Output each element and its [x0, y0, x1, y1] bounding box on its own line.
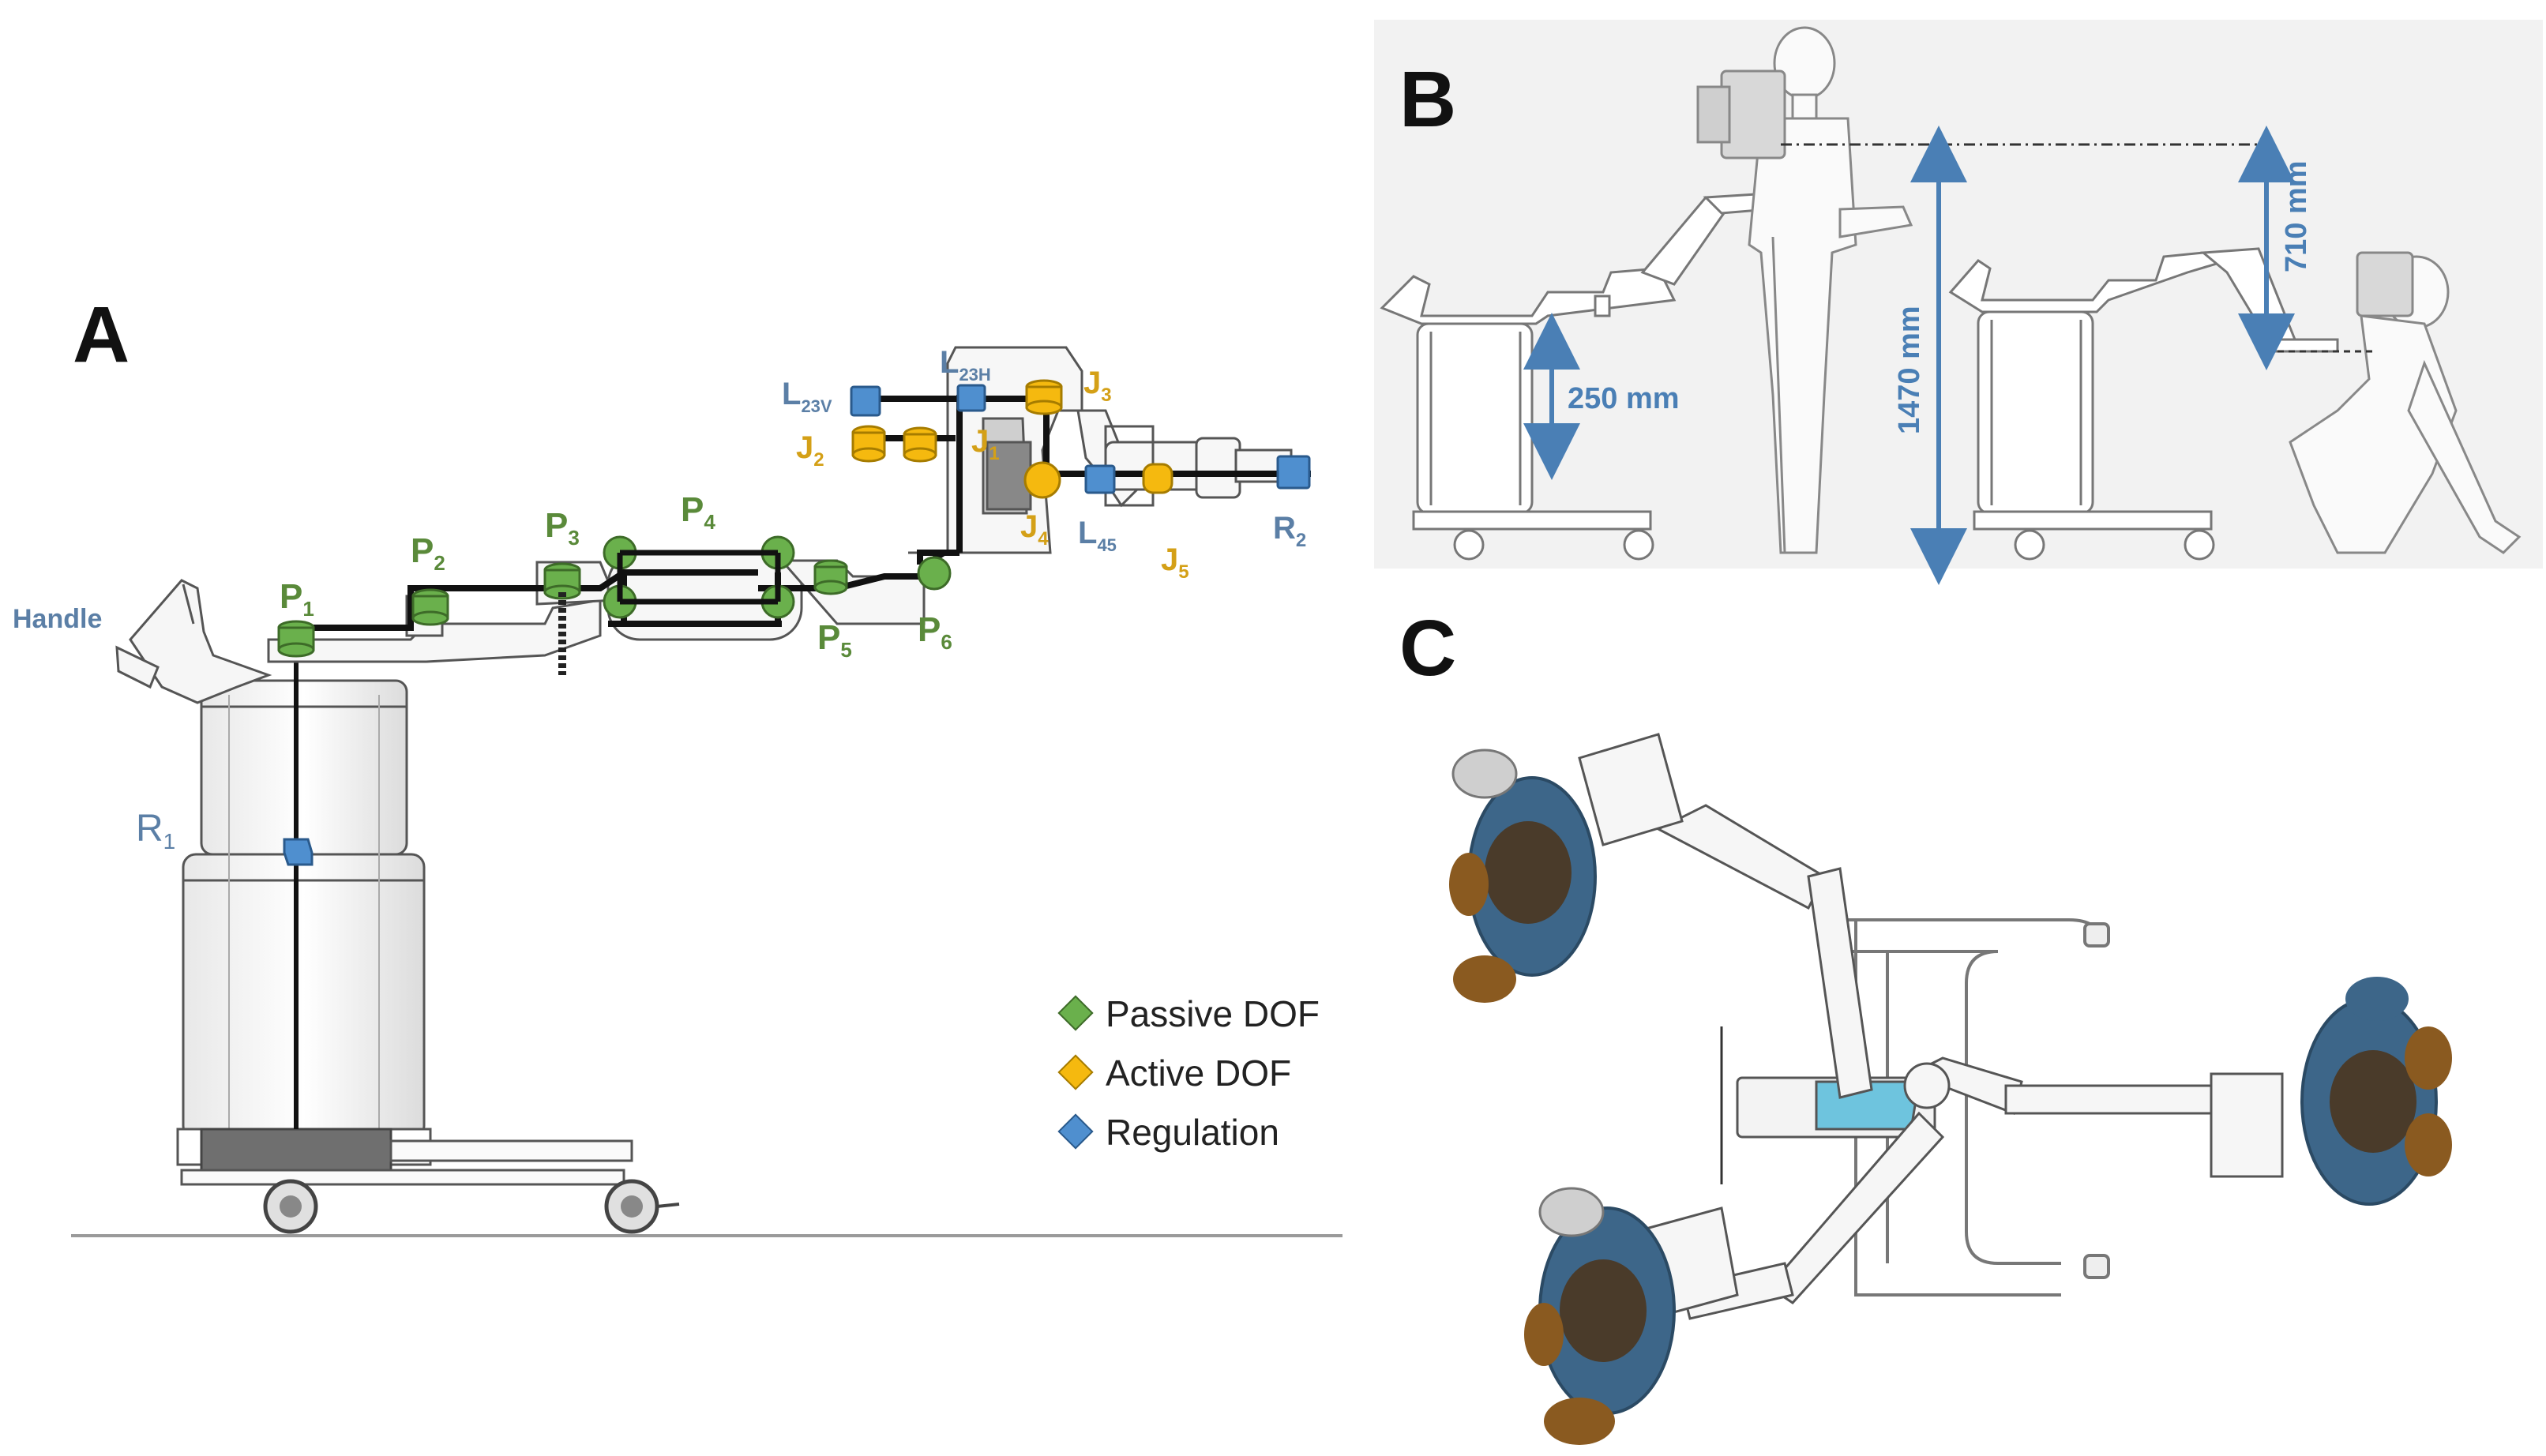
- label-l45: L45: [1078, 516, 1117, 555]
- svg-text:Active DOF: Active DOF: [1106, 1053, 1291, 1094]
- cart-wheel-front: [263, 1179, 318, 1234]
- regulation-joints: [283, 384, 1311, 866]
- label-p4: P4: [681, 490, 715, 534]
- label-r1: R1: [136, 808, 175, 854]
- panel-c: C: [1399, 604, 2452, 1445]
- p4-parallelogram: [617, 550, 781, 605]
- joint-p2: [411, 588, 449, 626]
- joint-l45: [1084, 464, 1116, 494]
- cart-wheel-rear: [604, 1179, 680, 1234]
- panel-c-letter: C: [1399, 604, 1456, 692]
- joint-j1: [903, 426, 937, 463]
- joint-p6: [917, 556, 952, 591]
- label-j5: J5: [1161, 542, 1189, 583]
- label-j3: J3: [1083, 366, 1112, 406]
- joint-labels: Handle P1 P2 P3 P4 P5 P6 R1 R2 L23V L23H…: [13, 345, 1306, 854]
- kneeling-figure: [2289, 251, 2522, 554]
- joint-r2: [1276, 455, 1311, 490]
- joint-r1: [283, 838, 314, 866]
- joint-j2: [851, 425, 886, 463]
- joint-j5: [1142, 463, 1173, 494]
- label-p3: P3: [545, 506, 580, 550]
- surgeon-top-1: [1449, 749, 1597, 1003]
- panel-a: A: [13, 291, 1342, 1240]
- robot-arms-top: [1578, 733, 2284, 1320]
- label-l23v: L23V: [782, 377, 832, 416]
- joint-j3: [1025, 379, 1063, 415]
- joint-j4: [1023, 461, 1061, 499]
- label-p2: P2: [411, 531, 445, 575]
- cart-column: [176, 679, 432, 1166]
- dim-710-label: 710 mm: [2280, 160, 2313, 272]
- label-j1: J1: [971, 424, 1000, 464]
- panel-a-letter: A: [73, 291, 130, 379]
- legend-item-passive: Passive DOF: [1057, 993, 1320, 1034]
- panel-b: B 250 mm: [1374, 20, 2543, 585]
- joint-l23h: [956, 384, 986, 412]
- joint-p1: [277, 620, 315, 658]
- panel-b-letter: B: [1399, 55, 1456, 144]
- dim-1470-label: 1470 mm: [1893, 306, 1926, 434]
- label-j4: J4: [1020, 509, 1049, 550]
- svg-text:Passive DOF: Passive DOF: [1106, 993, 1320, 1034]
- surgeon-top-3: [2300, 977, 2452, 1206]
- handle: [115, 579, 272, 704]
- dim-250-label: 250 mm: [1568, 382, 1680, 415]
- label-l23h: L23H: [940, 345, 991, 385]
- label-p6: P6: [918, 610, 952, 654]
- label-r2: R2: [1273, 511, 1306, 551]
- label-p5: P5: [817, 618, 852, 662]
- standing-figure: [1696, 26, 1913, 554]
- joint-l23v: [850, 385, 881, 417]
- legend-item-regulation: Regulation: [1057, 1112, 1279, 1153]
- active-joints: [851, 379, 1173, 499]
- label-j2: J2: [796, 430, 824, 471]
- legend-item-active: Active DOF: [1057, 1053, 1291, 1094]
- svg-text:Regulation: Regulation: [1106, 1112, 1279, 1153]
- legend: Passive DOF Active DOF Regulation: [1057, 993, 1320, 1153]
- cart-1: [1380, 192, 1771, 561]
- surgeon-top-2: [1524, 1187, 1676, 1445]
- label-handle: Handle: [13, 604, 102, 634]
- joint-p5: [813, 559, 848, 595]
- label-p1: P1: [280, 577, 314, 621]
